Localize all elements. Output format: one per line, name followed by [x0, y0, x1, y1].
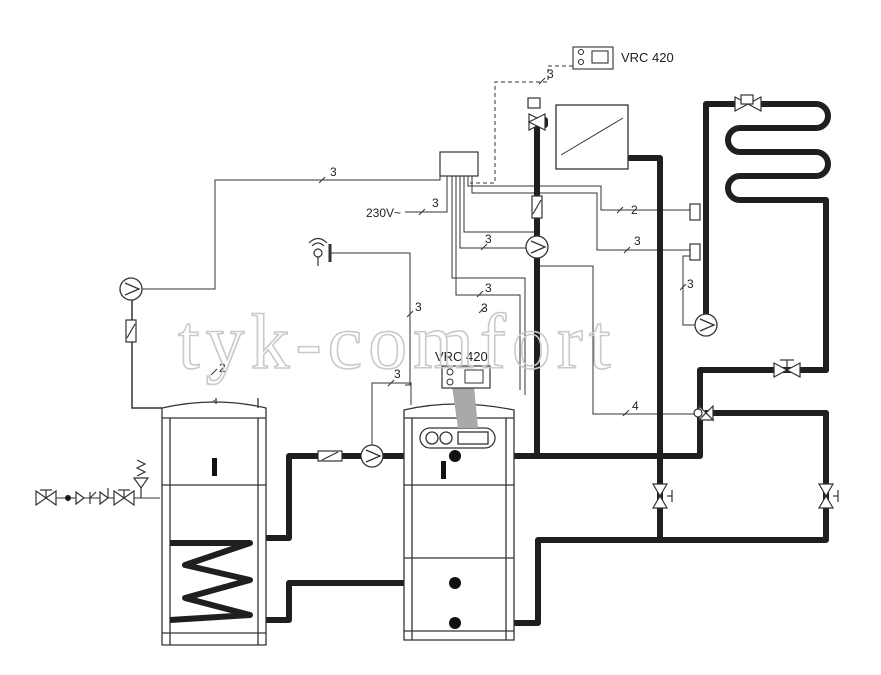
cable-core-count: 3 — [687, 277, 694, 291]
cable-core-labels: 3 3 3 3 2 3 3 3 3 3 2 3 4 — [219, 67, 694, 413]
cable-core-count: 4 — [632, 399, 639, 413]
sensor-mid-icon — [689, 243, 701, 261]
cable-core-count: 3 — [330, 165, 337, 179]
cable-core-count: 3 — [481, 301, 488, 315]
radiator — [555, 104, 629, 170]
cable-core-count: 3 — [547, 67, 554, 81]
cable-core-count: 2 — [631, 203, 638, 217]
inlet-valve-group-icon — [35, 459, 150, 507]
remote-controller: VRC 420 — [572, 46, 674, 70]
pump-boiler-icon — [360, 444, 384, 468]
cable-core-count: 2 — [219, 361, 226, 375]
thermostatic-valve-coil-icon — [734, 94, 762, 113]
valve-return-icon — [817, 483, 839, 509]
pipe-connections — [449, 450, 461, 629]
pump-center-icon — [525, 235, 549, 259]
watermark-text: tyk-comfort — [178, 298, 617, 385]
mains-voltage-label: 230V~ — [366, 206, 401, 220]
cable-core-count: 3 — [485, 281, 492, 295]
cable-core-count: 3 — [415, 300, 422, 314]
isolation-valve-icon — [773, 359, 801, 379]
cable-core-count: 3 — [394, 367, 401, 381]
junction-box — [439, 151, 479, 177]
valves — [35, 94, 839, 509]
pumps — [119, 235, 718, 468]
boiler-controller-label: VRC 420 — [435, 349, 488, 364]
filter-riser-icon — [531, 195, 543, 219]
filter-boiler-icon — [317, 450, 343, 462]
boiler — [403, 403, 515, 641]
cable-core-count: 3 — [432, 196, 439, 210]
sensor-top-icon — [689, 203, 701, 221]
tank-sensor-icon — [212, 458, 217, 476]
cable-core-count: 3 — [634, 234, 641, 248]
hot-water-tank — [161, 398, 267, 646]
pump-right-icon — [694, 313, 718, 337]
cable-ticks — [210, 77, 687, 417]
mixing-valve-icon — [693, 404, 715, 422]
boiler-controller: VRC 420 — [435, 349, 491, 428]
pump-left-icon — [119, 277, 143, 301]
cable-core-count: 3 — [485, 232, 492, 246]
filter-left-icon — [125, 319, 137, 343]
outdoor-sensor-icon — [308, 237, 332, 266]
thermostatic-valve-radiator-icon — [527, 97, 547, 131]
remote-controller-label: VRC 420 — [621, 50, 674, 65]
valve-riser-icon — [651, 483, 673, 509]
